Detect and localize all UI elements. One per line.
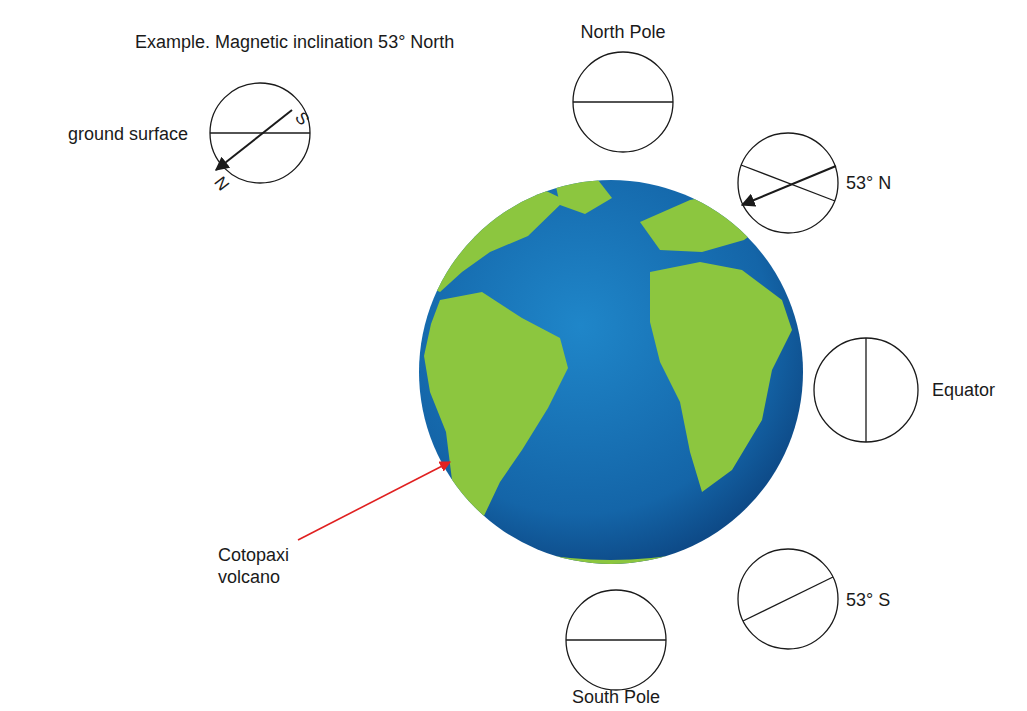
pointer-arrow	[298, 462, 450, 540]
location-label: South Pole	[572, 686, 660, 708]
inclination-label: 53° S	[846, 589, 890, 611]
inclination-circle	[738, 133, 838, 233]
inclination-label: 53° N	[846, 172, 891, 194]
example-title: Example. Magnetic inclination 53° North	[135, 31, 454, 53]
inclination-circle	[738, 549, 838, 649]
ground-surface-label: ground surface	[68, 123, 188, 145]
pole-letter: N	[209, 172, 234, 195]
inclination-circle	[814, 338, 918, 442]
volcano-label: Cotopaxi volcano	[218, 544, 298, 588]
example-compass	[210, 83, 310, 183]
location-label: North Pole	[580, 21, 665, 43]
globe	[418, 180, 803, 589]
inclination-circle	[566, 590, 666, 690]
location-label: Equator	[932, 379, 995, 401]
inclination-circle	[573, 52, 673, 152]
